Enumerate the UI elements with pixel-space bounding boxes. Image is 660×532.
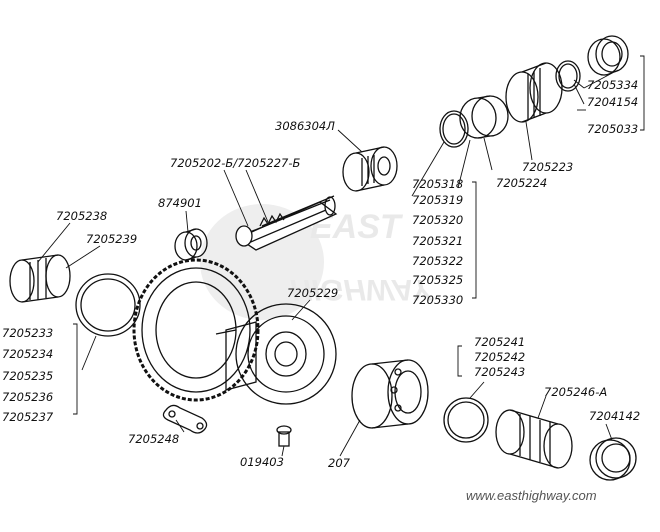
label-7205234: 7205234 <box>2 347 54 361</box>
label-3086304: 3086304Л <box>275 119 335 133</box>
label-7205325: 7205325 <box>412 273 464 287</box>
label-7205224: 7205224 <box>496 176 548 190</box>
ring-gear <box>132 258 260 402</box>
label-7205236: 7205236 <box>2 390 54 404</box>
label-7205229: 7205229 <box>287 286 339 300</box>
label-7205320: 7205320 <box>412 213 464 227</box>
leader-lines <box>37 69 619 457</box>
label-7205248: 7205248 <box>128 432 180 446</box>
label-7204154: 7204154 <box>587 95 639 109</box>
label-7205235: 7205235 <box>2 369 54 383</box>
bushing-7204142 <box>589 437 637 481</box>
svg-text:HIGHWAY: HIGHWAY <box>290 273 434 306</box>
label-7205322: 7205322 <box>412 254 464 268</box>
label-7205321: 7205321 <box>412 234 464 248</box>
label-7205319: 7205319 <box>412 193 464 207</box>
ring-7205233 <box>75 273 141 337</box>
label-7204142: 7204142 <box>589 409 641 423</box>
ring-7205224 <box>459 95 509 139</box>
label-7205202: 7205202-Б/7205227-Б <box>170 156 301 170</box>
label-7205239: 7205239 <box>86 232 138 246</box>
link-7205248 <box>162 404 208 434</box>
pinion-shaft <box>235 195 338 251</box>
label-874901: 874901 <box>158 196 202 210</box>
bearing-874901 <box>174 228 208 261</box>
label-7205243: 7205243 <box>474 365 526 379</box>
bearing-207 <box>351 359 429 429</box>
ring-7204154 <box>555 60 581 92</box>
label-7205318: 7205318 <box>412 177 464 191</box>
watermark-url: www.easthighway.com <box>466 488 597 503</box>
label-7205238: 7205238 <box>56 209 108 223</box>
label-7205334: 7205334 <box>587 78 639 92</box>
cage-7205223 <box>505 62 563 123</box>
housing-7205229 <box>215 303 337 405</box>
cage-7205238 <box>9 254 71 303</box>
brackets <box>73 55 645 415</box>
ring-7205318 <box>439 110 469 148</box>
label-7205246: 7205246-А <box>544 385 608 399</box>
label-7205223: 7205223 <box>522 160 574 174</box>
label-7205033: 7205033 <box>587 122 639 136</box>
bolt-019403 <box>276 425 292 447</box>
cage-7205246 <box>495 409 573 469</box>
label-7205237: 7205237 <box>2 410 54 424</box>
label-7205330: 7205330 <box>412 293 464 307</box>
label-207: 207 <box>328 456 350 470</box>
label-7205233: 7205233 <box>2 326 54 340</box>
bearing-3086304 <box>342 146 398 192</box>
ring-7205241 <box>443 397 489 443</box>
label-019403: 019403 <box>240 455 284 469</box>
bushing-7205334 <box>587 35 629 76</box>
label-7205242: 7205242 <box>474 350 526 364</box>
label-7205241: 7205241 <box>474 335 526 349</box>
